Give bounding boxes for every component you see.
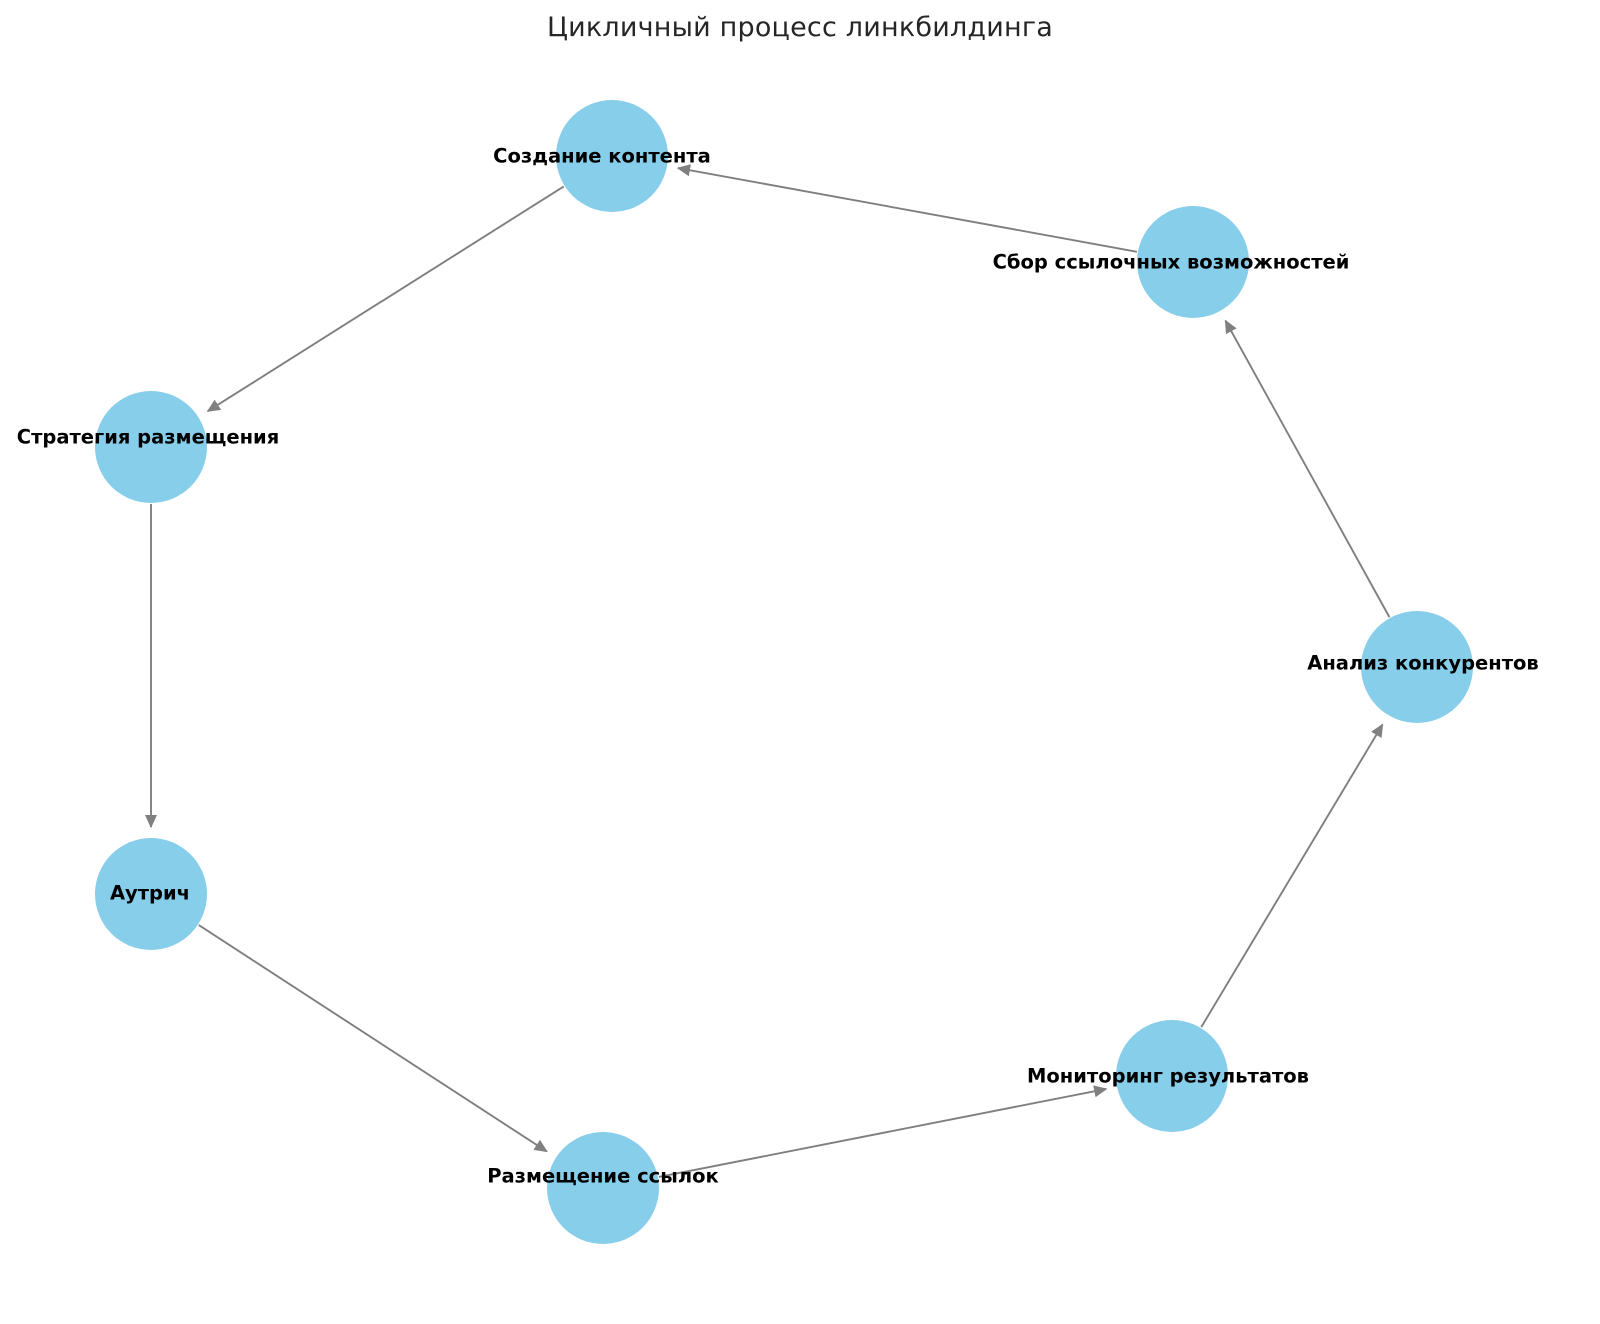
graph-edge <box>658 1085 1108 1178</box>
graph-node-strategy[interactable] <box>95 391 207 503</box>
graph-edge <box>676 164 1138 253</box>
graph-node-outreach[interactable] <box>95 838 207 950</box>
graph-node-monitoring[interactable] <box>1116 1020 1228 1132</box>
graph-edge <box>1224 319 1391 618</box>
edges-layer <box>144 164 1391 1178</box>
graph-edge <box>198 924 548 1153</box>
graph-node-opportunity[interactable] <box>1137 206 1249 318</box>
graph-node-placement[interactable] <box>547 1132 659 1244</box>
nodes-layer <box>95 100 1473 1244</box>
graph-edge <box>1200 723 1384 1028</box>
graph-node-content[interactable] <box>556 100 668 212</box>
graph-edge <box>206 185 565 413</box>
page-title: Цикличный процесс линкбилдинга <box>546 12 1054 43</box>
graph-node-competitors[interactable] <box>1361 611 1473 723</box>
